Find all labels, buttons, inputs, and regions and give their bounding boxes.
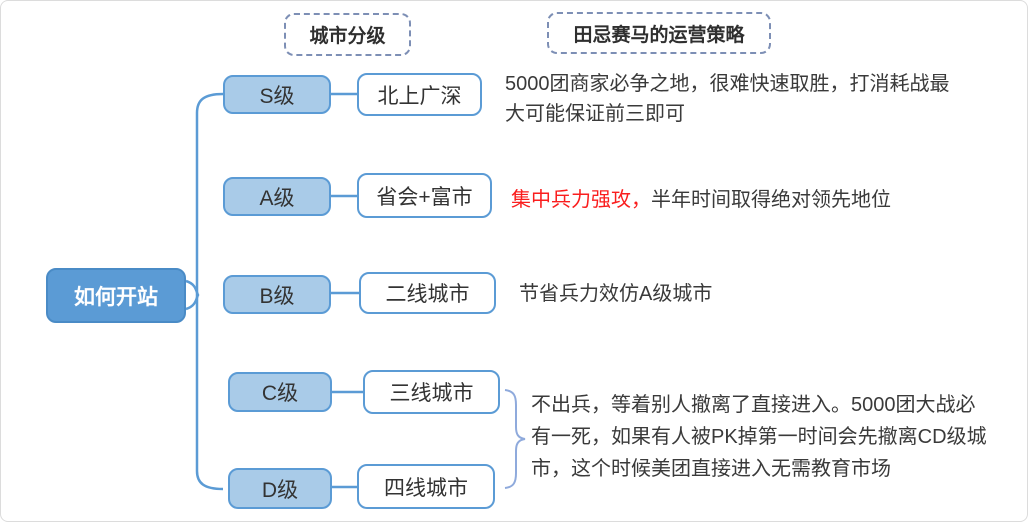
city-box-d: 四线城市 [357,464,495,509]
tier-box-a: A级 [223,177,331,216]
header-city-tier: 城市分级 [284,13,411,56]
tier-box-s: S级 [223,75,331,114]
note-cd-line1: 不出兵，等着别人撤离了直接进入。5000团大战必 [531,394,976,416]
note-cd-line2: 有一死，如果有人被PK掉第一时间会先撤离CD级城 [531,426,987,448]
note-a-red-highlight: 集中兵力强攻， [511,189,651,211]
tier-box-c: C级 [228,372,332,412]
city-box-s: 北上广深 [357,73,482,116]
spine-line [195,92,224,491]
note-cd: 不出兵，等着别人撤离了直接进入。5000团大战必 有一死，如果有人被PK掉第一时… [531,389,1021,485]
tier-box-b: B级 [223,275,331,314]
header-strategy: 田忌赛马的运营策略 [547,12,771,54]
root-node: 如何开站 [46,268,186,323]
note-cd-line3: 市，这个时候美团直接进入无需教育市场 [531,458,891,480]
cd-curly-brace [504,389,526,489]
note-a: 集中兵力强攻，半年时间取得绝对领先地位 [511,185,1011,215]
city-box-b: 二线城市 [359,272,496,314]
note-b: 节省兵力效仿A级城市 [519,283,713,305]
root-connector [185,279,200,311]
note-s: 5000团商家必争之地，很难快速取胜，打消耗战最 大可能保证前三即可 [505,69,995,129]
note-s-line1: 5000团商家必争之地，很难快速取胜，打消耗战最 [505,73,950,95]
city-box-a: 省会+富市 [357,173,492,218]
note-a-text: 半年时间取得绝对领先地位 [651,189,891,211]
tier-box-d: D级 [228,468,332,509]
note-s-line2: 大可能保证前三即可 [505,103,685,125]
city-box-c: 三线城市 [363,370,500,414]
